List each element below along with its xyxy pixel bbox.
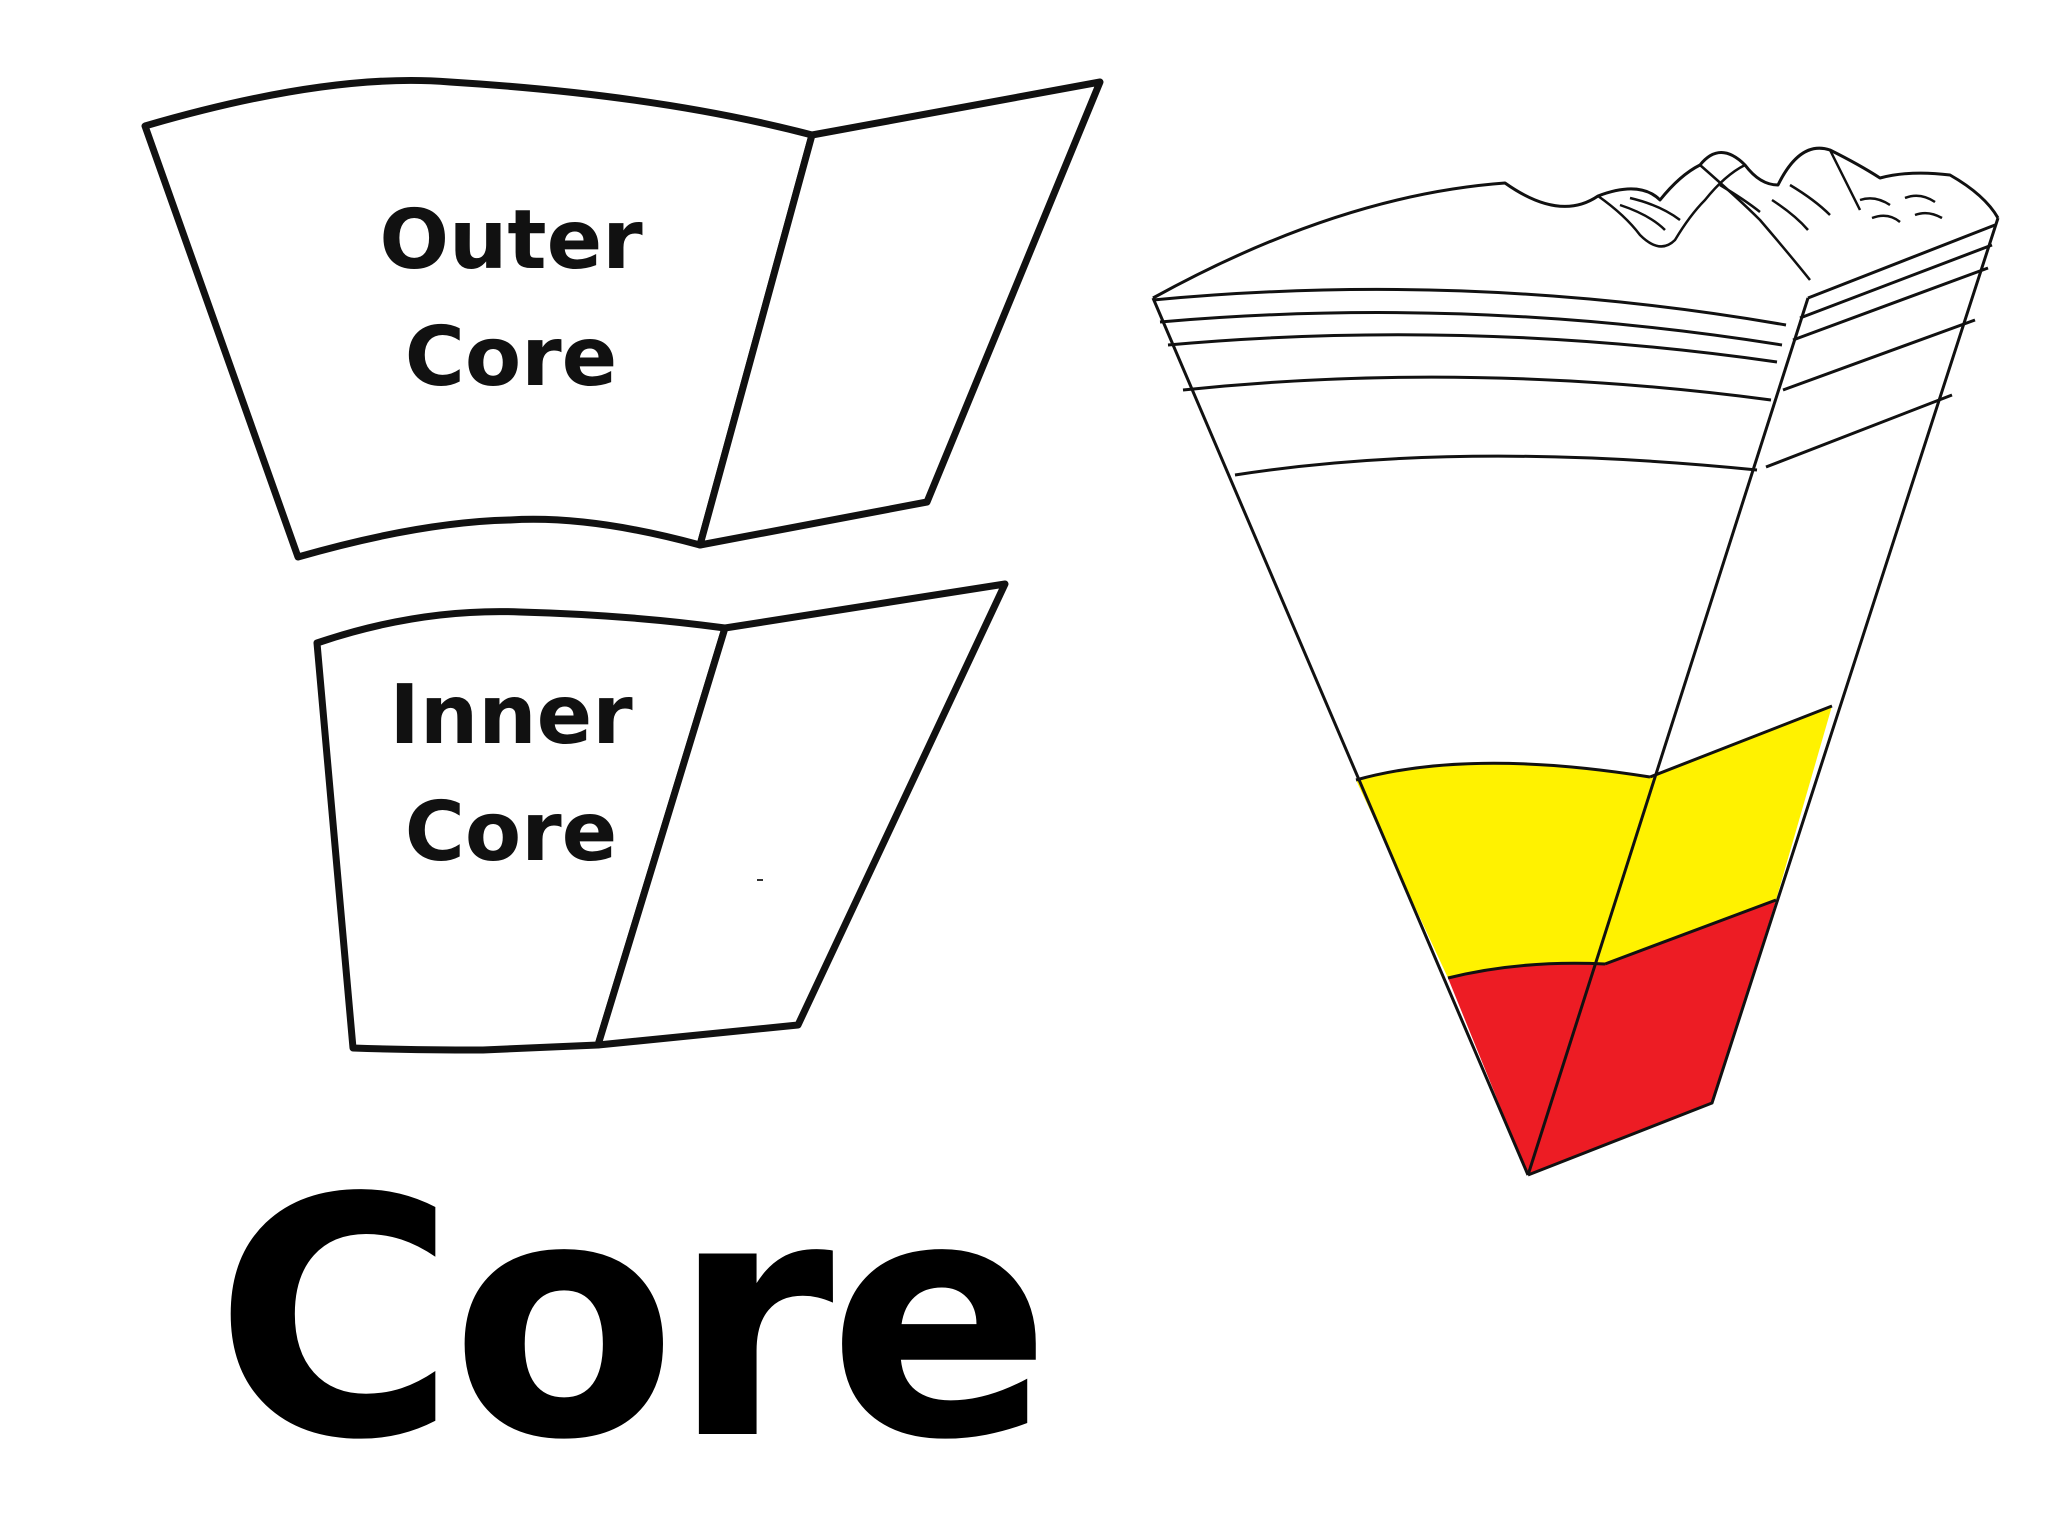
earth-wedge — [1151, 146, 2000, 1177]
wedge-right-edge — [1527, 217, 2000, 1177]
outer-core-side-face — [696, 78, 1104, 549]
inner-core-boundary-side — [1604, 898, 1777, 966]
outer-core-label-line2: Core — [404, 310, 618, 405]
inner-core-boundary-front — [1447, 961, 1606, 980]
mantle-line-1 — [1167, 333, 1778, 364]
outer-core-label-line1: Outer — [379, 193, 643, 288]
page-title: Core — [214, 1128, 1051, 1512]
side-line-1 — [1807, 223, 1996, 300]
wedge-middle-edge — [1526, 297, 1810, 1176]
crust-line-1 — [1152, 287, 1787, 327]
outer-core-piece[interactable] — [141, 76, 1104, 561]
inner-core-side-face — [594, 580, 1009, 1049]
outer-core-band — [1356, 706, 1832, 978]
outer-core-boundary-front — [1355, 761, 1651, 782]
inner-core-piece[interactable] — [313, 580, 1009, 1054]
outer-core-boundary-side — [1649, 704, 1833, 779]
crust-line-2 — [1159, 311, 1783, 347]
side-line-2 — [1799, 243, 1993, 320]
mantle-line-3 — [1234, 454, 1758, 477]
wedge-left-edge — [1151, 297, 1530, 1176]
side-line-3 — [1792, 266, 1989, 342]
inner-core-label-line2: Core — [404, 785, 618, 880]
outer-core-front-face — [141, 76, 816, 561]
side-line-5 — [1765, 393, 1953, 469]
mountain-ridge — [1597, 149, 1862, 281]
side-line-4 — [1782, 318, 1976, 392]
surface-outline — [1152, 146, 2000, 300]
mountain-strokes — [1619, 183, 1943, 231]
mantle-line-2 — [1182, 375, 1772, 402]
inner-core-band — [1448, 900, 1776, 1175]
inner-core-label-line1: Inner — [389, 668, 633, 763]
inner-core-front-face — [313, 608, 729, 1054]
